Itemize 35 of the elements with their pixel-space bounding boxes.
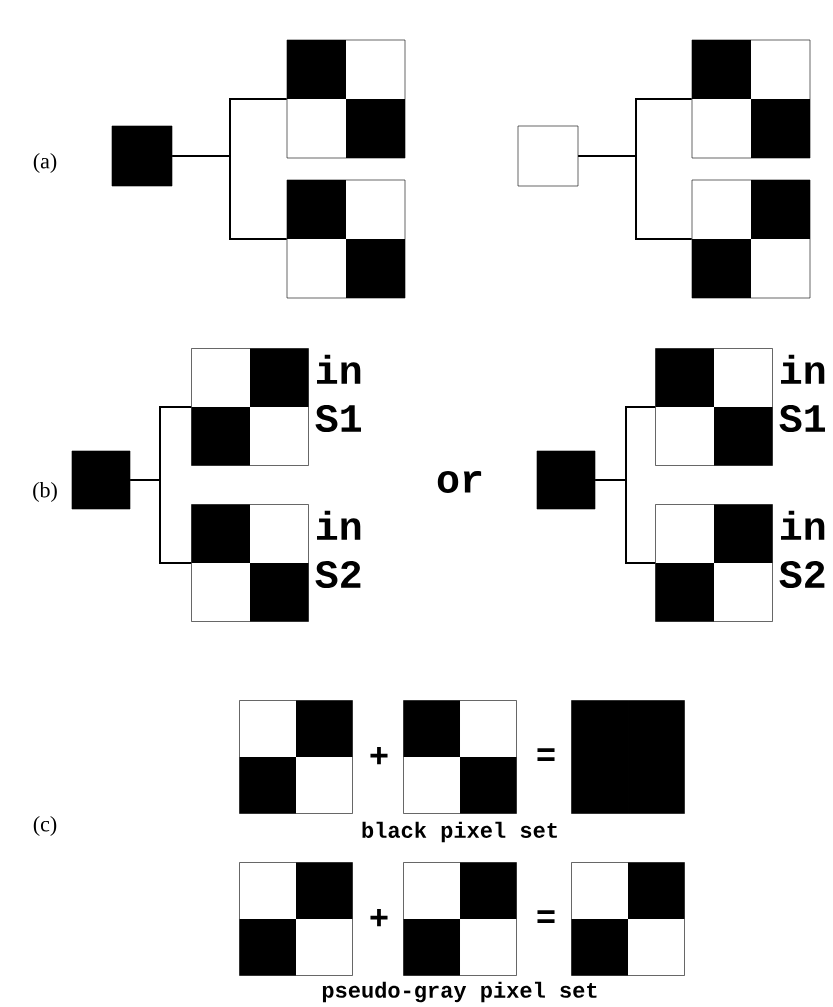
- block-label: in S2: [779, 510, 825, 589]
- pixel-square: [71, 450, 131, 510]
- panel-label: (a): [33, 153, 57, 173]
- operator-sign: =: [537, 910, 555, 923]
- checker-block: [239, 700, 353, 814]
- block-label: in S2: [315, 510, 361, 589]
- checker-block: [403, 862, 517, 976]
- checker-block: [691, 39, 811, 159]
- operator-sign: +: [370, 909, 388, 927]
- panel-label: (c): [33, 816, 57, 836]
- checker-block: [571, 700, 685, 814]
- checker-block: [191, 504, 309, 622]
- connector-line: [129, 479, 193, 564]
- operator-sign: +: [370, 747, 388, 765]
- pixel-square: [517, 125, 579, 187]
- operator-sign: =: [537, 748, 555, 761]
- checker-block: [655, 504, 773, 622]
- checker-block: [239, 862, 353, 976]
- checker-block: [286, 39, 406, 159]
- checker-block: [655, 348, 773, 466]
- caption-text: pseudo-gray pixel set: [322, 981, 597, 1003]
- checker-block: [571, 862, 685, 976]
- connector-line: [577, 155, 693, 240]
- connector-line: [594, 479, 657, 564]
- checker-block: [286, 179, 406, 299]
- checker-block: [403, 700, 517, 814]
- pixel-square: [536, 450, 596, 510]
- conjunction-text: or: [437, 471, 482, 493]
- connector-line: [171, 155, 288, 240]
- pixel-square: [111, 125, 173, 187]
- block-label: in S1: [779, 354, 825, 433]
- caption-text: black pixel set: [362, 821, 557, 843]
- checker-block: [691, 179, 811, 299]
- checker-block: [191, 348, 309, 466]
- block-label: in S1: [315, 354, 361, 433]
